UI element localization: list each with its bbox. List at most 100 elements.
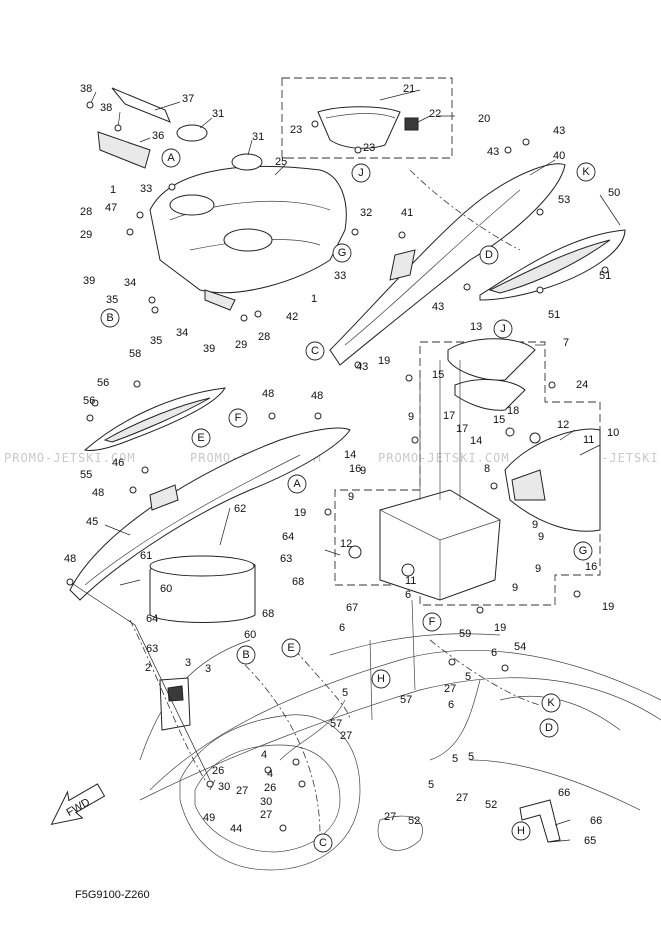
watermark-3: PROMO-JETSKI.COM [378, 451, 510, 465]
part-label: 3 [205, 663, 211, 675]
part-label: 4 [267, 768, 273, 780]
part-label: 51 [548, 309, 560, 321]
marker-b-low: B [236, 645, 256, 665]
part-label: 14 [344, 449, 356, 461]
part-label: 9 [348, 491, 354, 503]
part-label: 17 [456, 423, 468, 435]
part-label: 8 [484, 463, 490, 475]
part-label: 63 [146, 643, 158, 655]
part-label: 19 [494, 622, 506, 634]
seat-parts [317, 106, 419, 149]
part-label: 11 [405, 575, 416, 587]
battery [149, 555, 256, 623]
svg-text:E: E [197, 432, 204, 444]
svg-text:B: B [106, 312, 113, 324]
svg-text:B: B [242, 649, 249, 661]
part-label: 5 [468, 751, 474, 763]
part-label: 5 [465, 671, 471, 683]
part-label: 38 [80, 83, 92, 95]
svg-text:G: G [338, 247, 347, 259]
part-label: 60 [160, 583, 172, 595]
marker-g-mid: G [573, 541, 593, 561]
part-label: 1 [311, 293, 317, 305]
reference-code: F5G9100-Z260 [75, 889, 150, 901]
part-label: 38 [100, 102, 112, 114]
part-label: 48 [92, 487, 104, 499]
watermark-1: PROMO-JETSKI.COM [4, 451, 136, 465]
marker-h-low: H [371, 669, 391, 689]
svg-text:F: F [235, 412, 242, 424]
cables [129, 169, 541, 836]
part-label: 35 [150, 335, 162, 347]
part-label: 39 [203, 343, 215, 355]
part-label: 4 [261, 749, 267, 761]
part-label: 45 [86, 516, 98, 528]
part-label: 12 [340, 538, 352, 550]
marker-f-mid: F [228, 408, 248, 428]
part-label: 54 [514, 641, 526, 653]
marker-h-low2: H [511, 821, 531, 841]
part-label: 12 [557, 419, 569, 431]
part-label: 9 [360, 465, 366, 477]
part-label: 26 [212, 765, 224, 777]
handle-assembly [97, 87, 171, 169]
part-label: 27 [384, 811, 396, 823]
part-label: 6 [448, 699, 454, 711]
side-panel-right [329, 163, 566, 366]
upper-left-panel [83, 387, 226, 451]
part-label: 5 [342, 687, 348, 699]
part-label: 19 [378, 355, 390, 367]
part-label: 51 [599, 270, 611, 282]
part-label: 5 [452, 753, 458, 765]
part-label: 61 [140, 550, 152, 562]
part-label: 57 [330, 718, 342, 730]
svg-text:H: H [377, 673, 385, 685]
seat-box [281, 77, 453, 159]
part-label: 48 [262, 388, 274, 400]
svg-text:D: D [485, 249, 493, 261]
part-label: 66 [590, 815, 602, 827]
part-label: 31 [212, 108, 224, 120]
part-label: 13 [470, 321, 482, 333]
bracket-66 [519, 799, 561, 843]
part-label: 27 [340, 730, 352, 742]
part-label: 23 [290, 124, 302, 136]
part-label: 24 [576, 379, 588, 391]
part-label: 40 [553, 150, 565, 162]
svg-text:K: K [547, 697, 555, 709]
part-label: 23 [363, 142, 375, 154]
part-label: 33 [334, 270, 346, 282]
part-label: 65 [584, 835, 596, 847]
part-label: 67 [346, 602, 358, 614]
part-label: 60 [244, 629, 256, 641]
part-label: 41 [401, 207, 413, 219]
part-label: 6 [339, 622, 345, 634]
marker-j-mid: J [493, 319, 513, 339]
part-label: 68 [262, 608, 274, 620]
part-label: 27 [444, 683, 456, 695]
svg-text:E: E [287, 642, 294, 654]
part-label: 16 [585, 561, 597, 573]
part-label: 30 [218, 781, 230, 793]
part-label: 64 [282, 531, 294, 543]
hatch-caps [176, 124, 263, 171]
hardware [66, 101, 609, 832]
part-label: 36 [152, 130, 164, 142]
svg-text:F: F [429, 616, 436, 628]
part-label: 2 [145, 662, 151, 674]
marker-k-low: K [541, 693, 561, 713]
part-label: 6 [491, 647, 497, 659]
part-label: 52 [408, 815, 420, 827]
part-label: 25 [275, 156, 287, 168]
storage-bin [504, 428, 601, 532]
part-label: 37 [182, 93, 194, 105]
part-label: 44 [230, 823, 242, 835]
svg-text:A: A [293, 478, 301, 490]
marker-k-top: K [576, 162, 596, 182]
bracket-2 [159, 677, 191, 731]
part-label: 27 [260, 809, 272, 821]
marker-e-low: E [281, 638, 301, 658]
svg-text:H: H [517, 825, 525, 837]
svg-text:D: D [545, 722, 553, 734]
part-label: 19 [294, 507, 306, 519]
